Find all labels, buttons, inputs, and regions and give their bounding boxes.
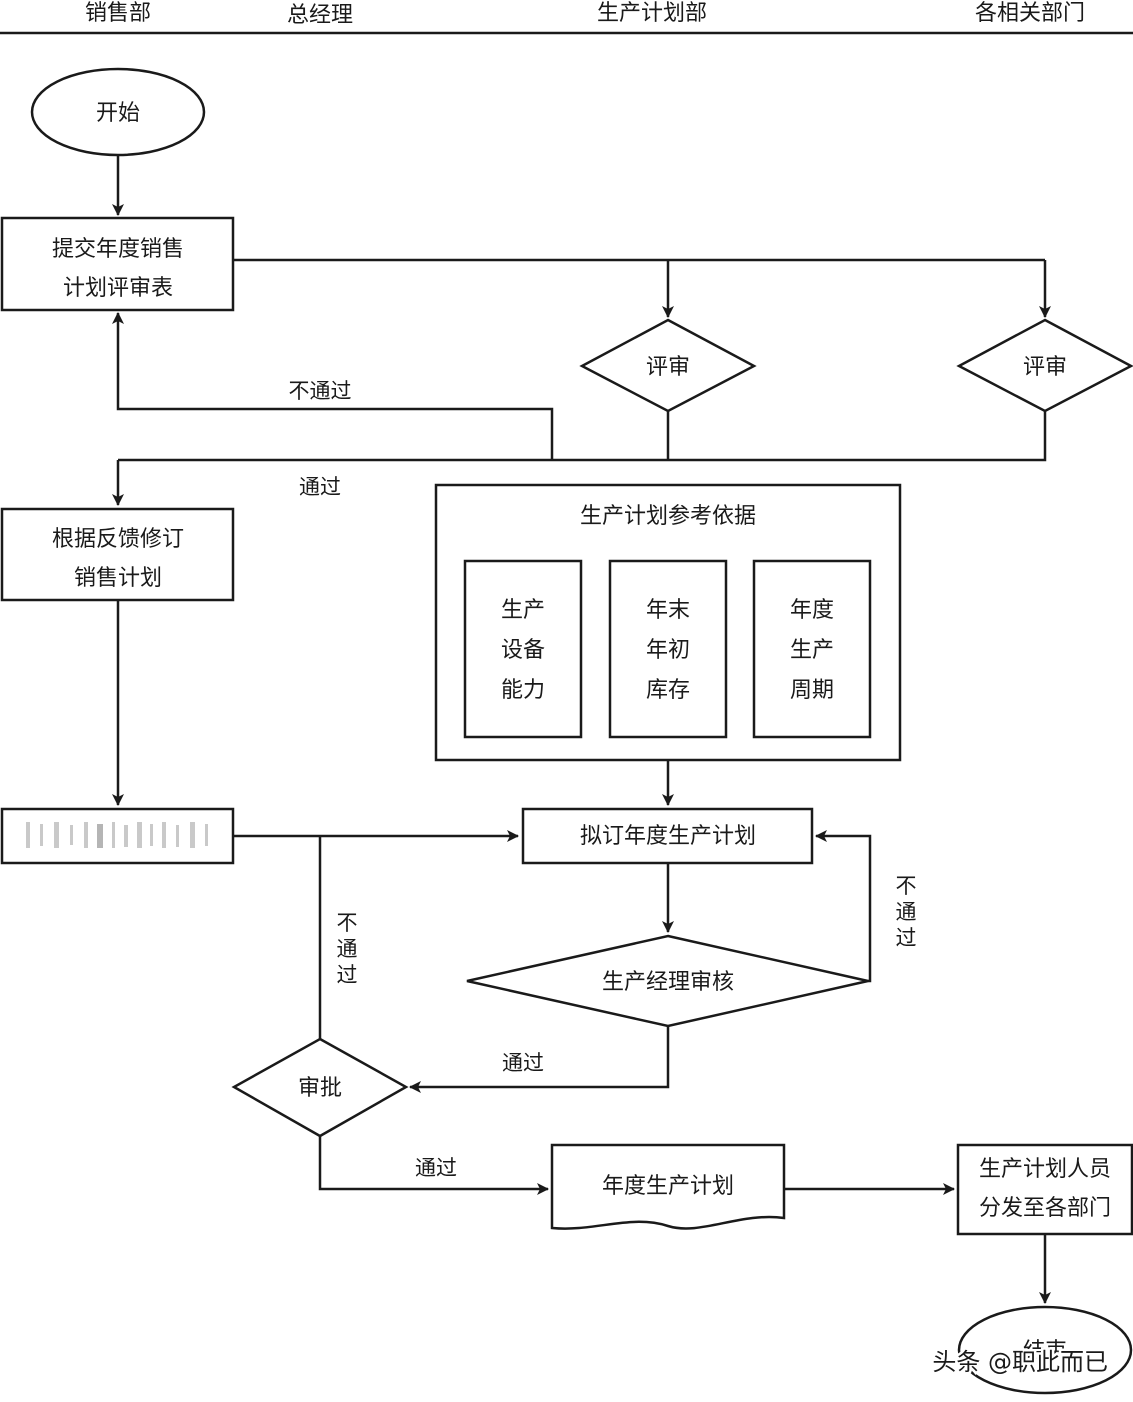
revise-plan-label-1: 根据反馈修订	[52, 527, 184, 552]
lane-header-sales: 销售部	[85, 1, 151, 26]
draft-plan-box	[521, 807, 814, 865]
basis-item-equipment-line-1: 生产	[501, 598, 545, 623]
edge-reviews-merge	[118, 411, 1047, 462]
start-label: 开始	[96, 101, 140, 126]
annual-plan-document	[550, 1143, 786, 1230]
basis-item-inventory-line-2: 年初	[646, 638, 690, 663]
submit-plan-box	[0, 216, 235, 312]
blurred-text-pixelation	[26, 822, 208, 848]
basis-item-cycle-line-2: 生产	[790, 638, 834, 663]
edge-mgr-pass-to-approve	[409, 1026, 670, 1093]
review-production-label: 评审	[646, 355, 690, 380]
basis-item-equipment-line-3: 能力	[501, 678, 545, 703]
basis-item-cycle-line-1: 年度	[790, 598, 834, 623]
basis-item-inventory-line-1: 年末	[646, 598, 690, 623]
basis-item-inventory-line-3: 库存	[646, 678, 690, 703]
basis-item-inventory	[608, 559, 728, 739]
basis-item-equipment	[463, 559, 583, 739]
submit-plan-label-2: 计划评审表	[63, 276, 173, 301]
draft-plan-label: 拟订年度生产计划	[580, 824, 756, 849]
reject-label-right-3: 过	[896, 926, 917, 950]
distribute-box	[956, 1143, 1133, 1236]
distribute-label-1: 生产计划人员	[979, 1157, 1111, 1182]
annual-plan-label: 年度生产计划	[602, 1174, 734, 1199]
pass-label-top: 通过	[299, 475, 341, 499]
end-terminal	[957, 1305, 1133, 1395]
basis-item-cycle	[752, 559, 872, 739]
basis-item-cycle-line-3: 周期	[790, 678, 834, 703]
reject-label-right-2: 通	[896, 900, 917, 924]
approve-label: 审批	[298, 1076, 342, 1101]
reject-label-left-3: 过	[337, 963, 358, 987]
blurred-plan-box	[0, 807, 235, 865]
lane-header-gm: 总经理	[287, 3, 353, 28]
edge-mgr-reject-to-draft	[815, 830, 872, 983]
basis-title: 生产计划参考依据	[580, 504, 756, 529]
basis-item-equipment-line-2: 设备	[501, 638, 545, 663]
revise-plan-label-2: 销售计划	[74, 566, 162, 591]
review-departments-label: 评审	[1023, 355, 1067, 380]
pass-label-approve: 通过	[415, 1156, 457, 1180]
reject-label-right-1: 不	[896, 874, 917, 898]
submit-plan-label-1: 提交年度销售	[52, 237, 184, 262]
watermark-text: 头条 @职此而已	[932, 1348, 1108, 1376]
lane-header-production: 生产计划部	[597, 1, 707, 26]
lane-header-departments: 各相关部门	[975, 1, 1085, 26]
revise-plan-box	[0, 507, 235, 602]
manager-review-label: 生产经理审核	[602, 970, 734, 995]
reject-label-left-2: 通	[337, 937, 358, 961]
edge-approve-pass-to-plan	[318, 1136, 549, 1195]
pass-label-mgr: 通过	[502, 1051, 544, 1075]
reject-label-top: 不通过	[289, 379, 352, 403]
end-label: 结束	[1023, 1339, 1067, 1364]
distribute-label-2: 分发至各部门	[979, 1196, 1111, 1221]
reject-label-left-1: 不	[337, 911, 358, 935]
edge-reject-to-submit	[112, 312, 554, 460]
